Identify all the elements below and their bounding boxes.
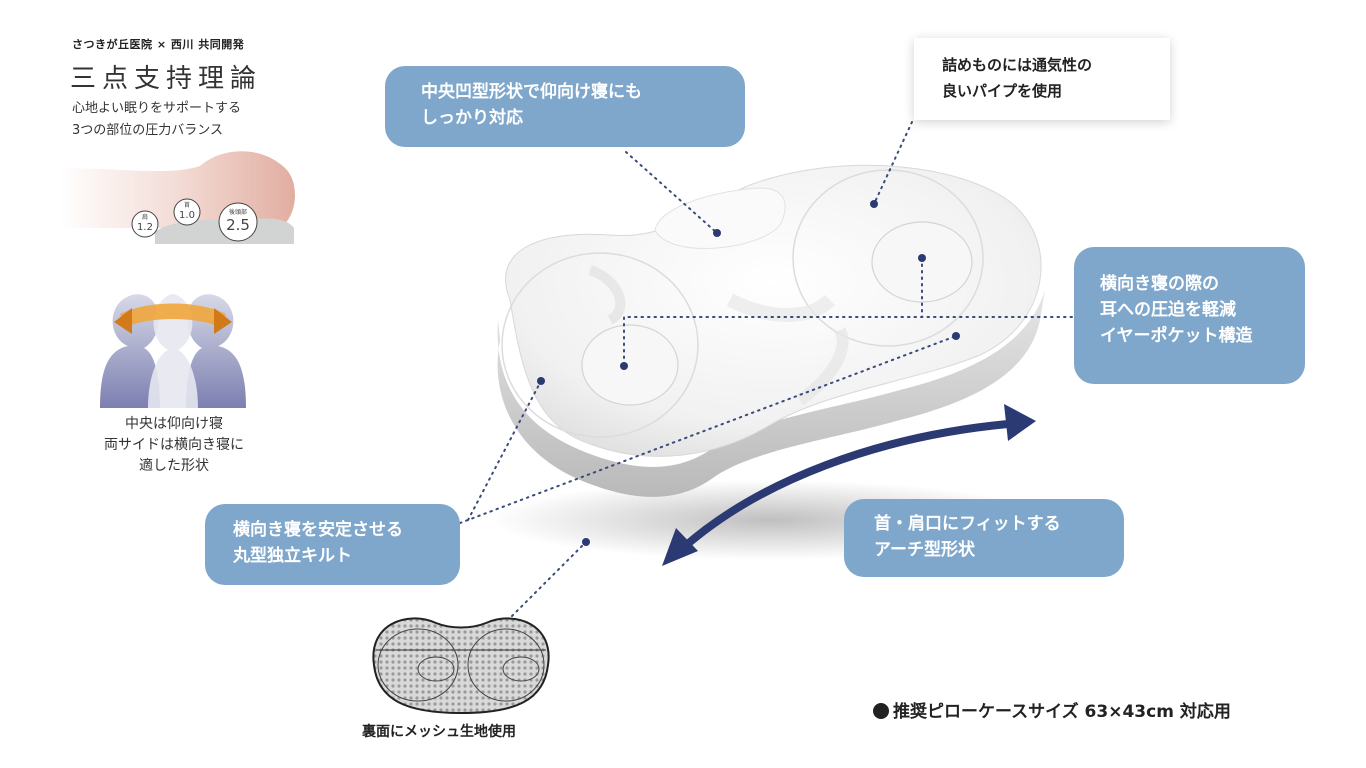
callout-round-quilt: 横向き寝を安定させる 丸型独立キルト (205, 504, 460, 585)
posture-desc-line: 両サイドは横向き寝に (104, 437, 244, 453)
callout-text-line: 耳への圧迫を軽減 (1100, 300, 1236, 320)
callout-text-line: しっかり対応 (421, 108, 523, 128)
pressure-marker-back-head: 後頭部 2.5 (218, 202, 258, 242)
callout-text-line: 丸型独立キルト (233, 546, 352, 566)
mesh-underside-illustration (372, 617, 550, 715)
callout-arch-shape: 首・肩口にフィットする アーチ型形状 (844, 499, 1124, 577)
posture-description: 中央は仰向け寝 両サイドは横向き寝に 適した形状 (60, 414, 288, 477)
callout-text-line: 詰めものには通気性の (942, 56, 1093, 74)
callout-center-dent: 中央凹型形状で仰向け寝にも しっかり対応 (385, 66, 745, 147)
pillowcase-size-note: 推奨ピローケースサイズ 63×43cm 対応用 (873, 697, 1231, 722)
svg-text:肩: 肩 (142, 213, 148, 221)
svg-text:1.2: 1.2 (137, 222, 153, 233)
svg-text:1.0: 1.0 (179, 210, 195, 221)
mesh-caption: 裏面にメッシュ生地使用 (362, 724, 516, 740)
callout-text-line: 横向き寝を安定させる (233, 520, 403, 540)
bullet-icon (873, 703, 889, 719)
pressure-balance-illustration: 肩 1.2 首 1.0 後頭部 2.5 (60, 151, 296, 244)
posture-desc-line: 中央は仰向け寝 (125, 416, 223, 432)
svg-text:後頭部: 後頭部 (229, 208, 247, 216)
callout-ear-pocket: 横向き寝の際の 耳への圧迫を軽減 イヤーポケット構造 (1074, 247, 1305, 384)
callout-text-line: 中央凹型形状で仰向け寝にも (421, 82, 642, 102)
svg-text:2.5: 2.5 (226, 216, 250, 234)
pressure-marker-shoulder: 肩 1.2 (131, 210, 159, 238)
callout-pipe-filling: 詰めものには通気性の 良いパイプを使用 (914, 38, 1170, 120)
size-note-text: 推奨ピローケースサイズ 63×43cm 対応用 (893, 702, 1231, 722)
callout-text-line: アーチ型形状 (874, 540, 975, 560)
theory-desc-line: 3つの部位の圧力バランス (72, 123, 224, 138)
theory-title: 三点支持理論 (70, 64, 263, 94)
sleep-posture-illustration (100, 294, 246, 408)
svg-text:首: 首 (184, 201, 190, 209)
callout-text-line: 良いパイプを使用 (942, 82, 1063, 100)
callout-text-line: 首・肩口にフィットする (874, 514, 1061, 534)
callout-text-line: 横向き寝の際の (1100, 274, 1219, 294)
theory-desc-line: 心地よい眠りをサポートする (72, 101, 242, 116)
pressure-marker-neck: 首 1.0 (173, 198, 201, 226)
callout-text-line: イヤーポケット構造 (1100, 326, 1253, 346)
posture-desc-line: 適した形状 (139, 458, 209, 474)
joint-development-credit: さつきが丘医院 × 西川 共同開発 (72, 38, 245, 51)
theory-description: 心地よい眠りをサポートする 3つの部位の圧力バランス (72, 98, 241, 142)
